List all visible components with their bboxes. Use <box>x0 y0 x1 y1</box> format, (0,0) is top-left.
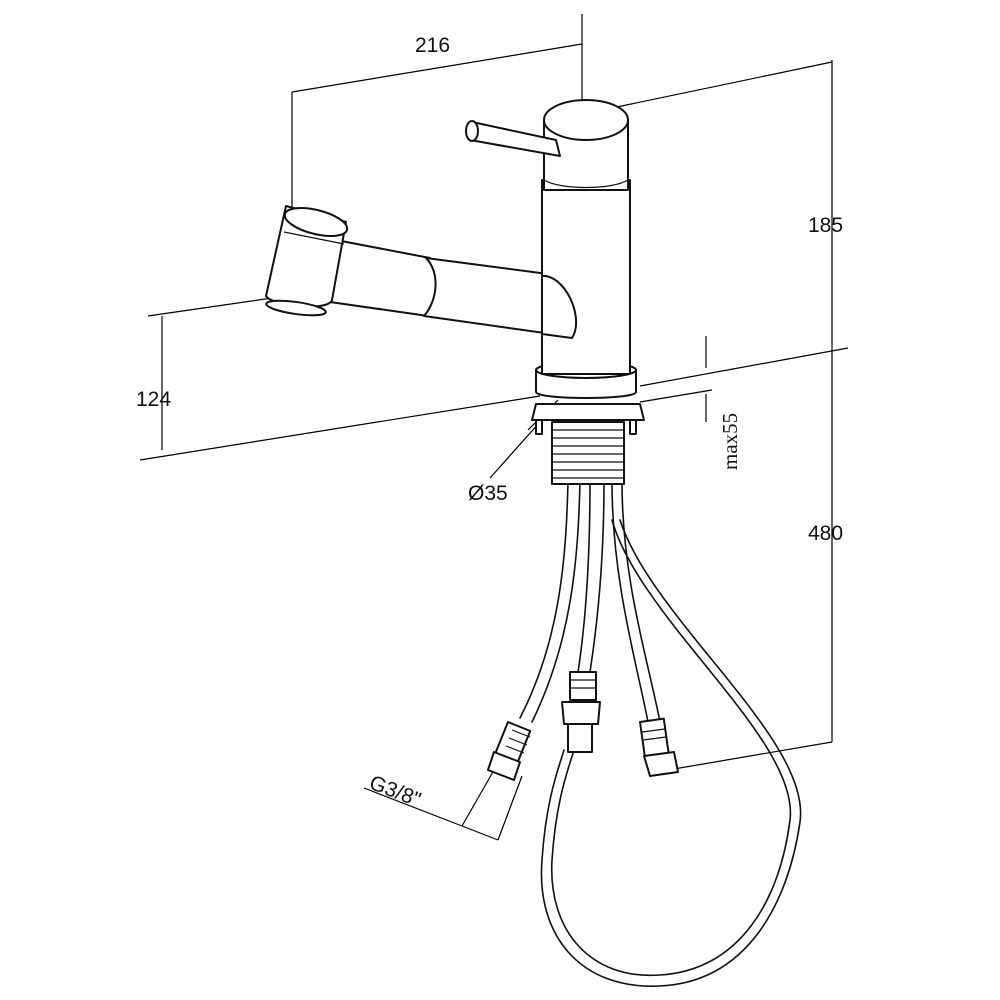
cap-seam <box>543 179 629 189</box>
connector-center-body <box>569 671 597 701</box>
label-480: 480 <box>808 522 843 545</box>
hose-left-a <box>519 481 569 719</box>
connector-left-nut <box>487 751 521 781</box>
label-max55: max55 <box>718 413 742 470</box>
label-124: 124 <box>136 388 171 411</box>
dim-counter-top-ext <box>639 347 849 387</box>
body-cap-top <box>543 99 629 141</box>
dim-124-top-ext <box>147 297 273 317</box>
hose-left-b <box>531 481 581 723</box>
label-216: 216 <box>415 34 450 57</box>
counter-top-line <box>139 395 541 461</box>
lever-handle <box>465 120 561 157</box>
label-d35: Ø35 <box>468 482 508 505</box>
hose-center-b <box>589 481 605 673</box>
spray-head-nozzle <box>265 299 327 317</box>
connector-left <box>487 721 532 781</box>
lever-tip <box>465 120 479 142</box>
dim-480-bottom-ext <box>667 741 833 771</box>
hose-right-a <box>611 481 649 723</box>
connector-center <box>561 671 601 753</box>
dim-216-line <box>291 43 583 93</box>
spray-head-face <box>283 207 349 237</box>
dim-g38-ext-right <box>497 775 523 841</box>
dimension-labels: 216 185 124 max55 Ø35 480 G3/8" <box>136 34 843 812</box>
clamp-pin-left <box>535 419 543 435</box>
clamp-pin-right <box>629 419 637 435</box>
threaded-shank <box>551 421 625 485</box>
dim-g38-span <box>461 825 499 841</box>
dim-max55-bottom-ext <box>639 389 713 403</box>
dim-g38-ext-left <box>461 769 495 827</box>
spout-hose-sleeve <box>329 239 439 317</box>
hoses <box>519 481 802 987</box>
spout-elbow <box>541 275 578 339</box>
dim-g38-underline <box>363 787 463 827</box>
spray-head-band <box>283 231 345 245</box>
hose-loop-outer <box>551 519 792 977</box>
label-g38: G3/8" <box>366 771 424 811</box>
label-185: 185 <box>808 214 843 237</box>
connector-right-nut <box>643 751 679 777</box>
hose-center-a <box>577 481 591 673</box>
mounting-shank <box>531 403 645 485</box>
connector-center-tail <box>567 723 593 753</box>
faucet-body <box>541 99 631 375</box>
connector-center-nut <box>561 701 601 725</box>
body-column <box>541 179 631 375</box>
dim-185-top-ext <box>611 61 833 109</box>
clamp-washer <box>531 403 645 421</box>
hose-right-b <box>621 481 661 723</box>
spout <box>265 205 575 337</box>
hose-loop-inner <box>540 519 802 987</box>
connector-right <box>639 717 679 777</box>
